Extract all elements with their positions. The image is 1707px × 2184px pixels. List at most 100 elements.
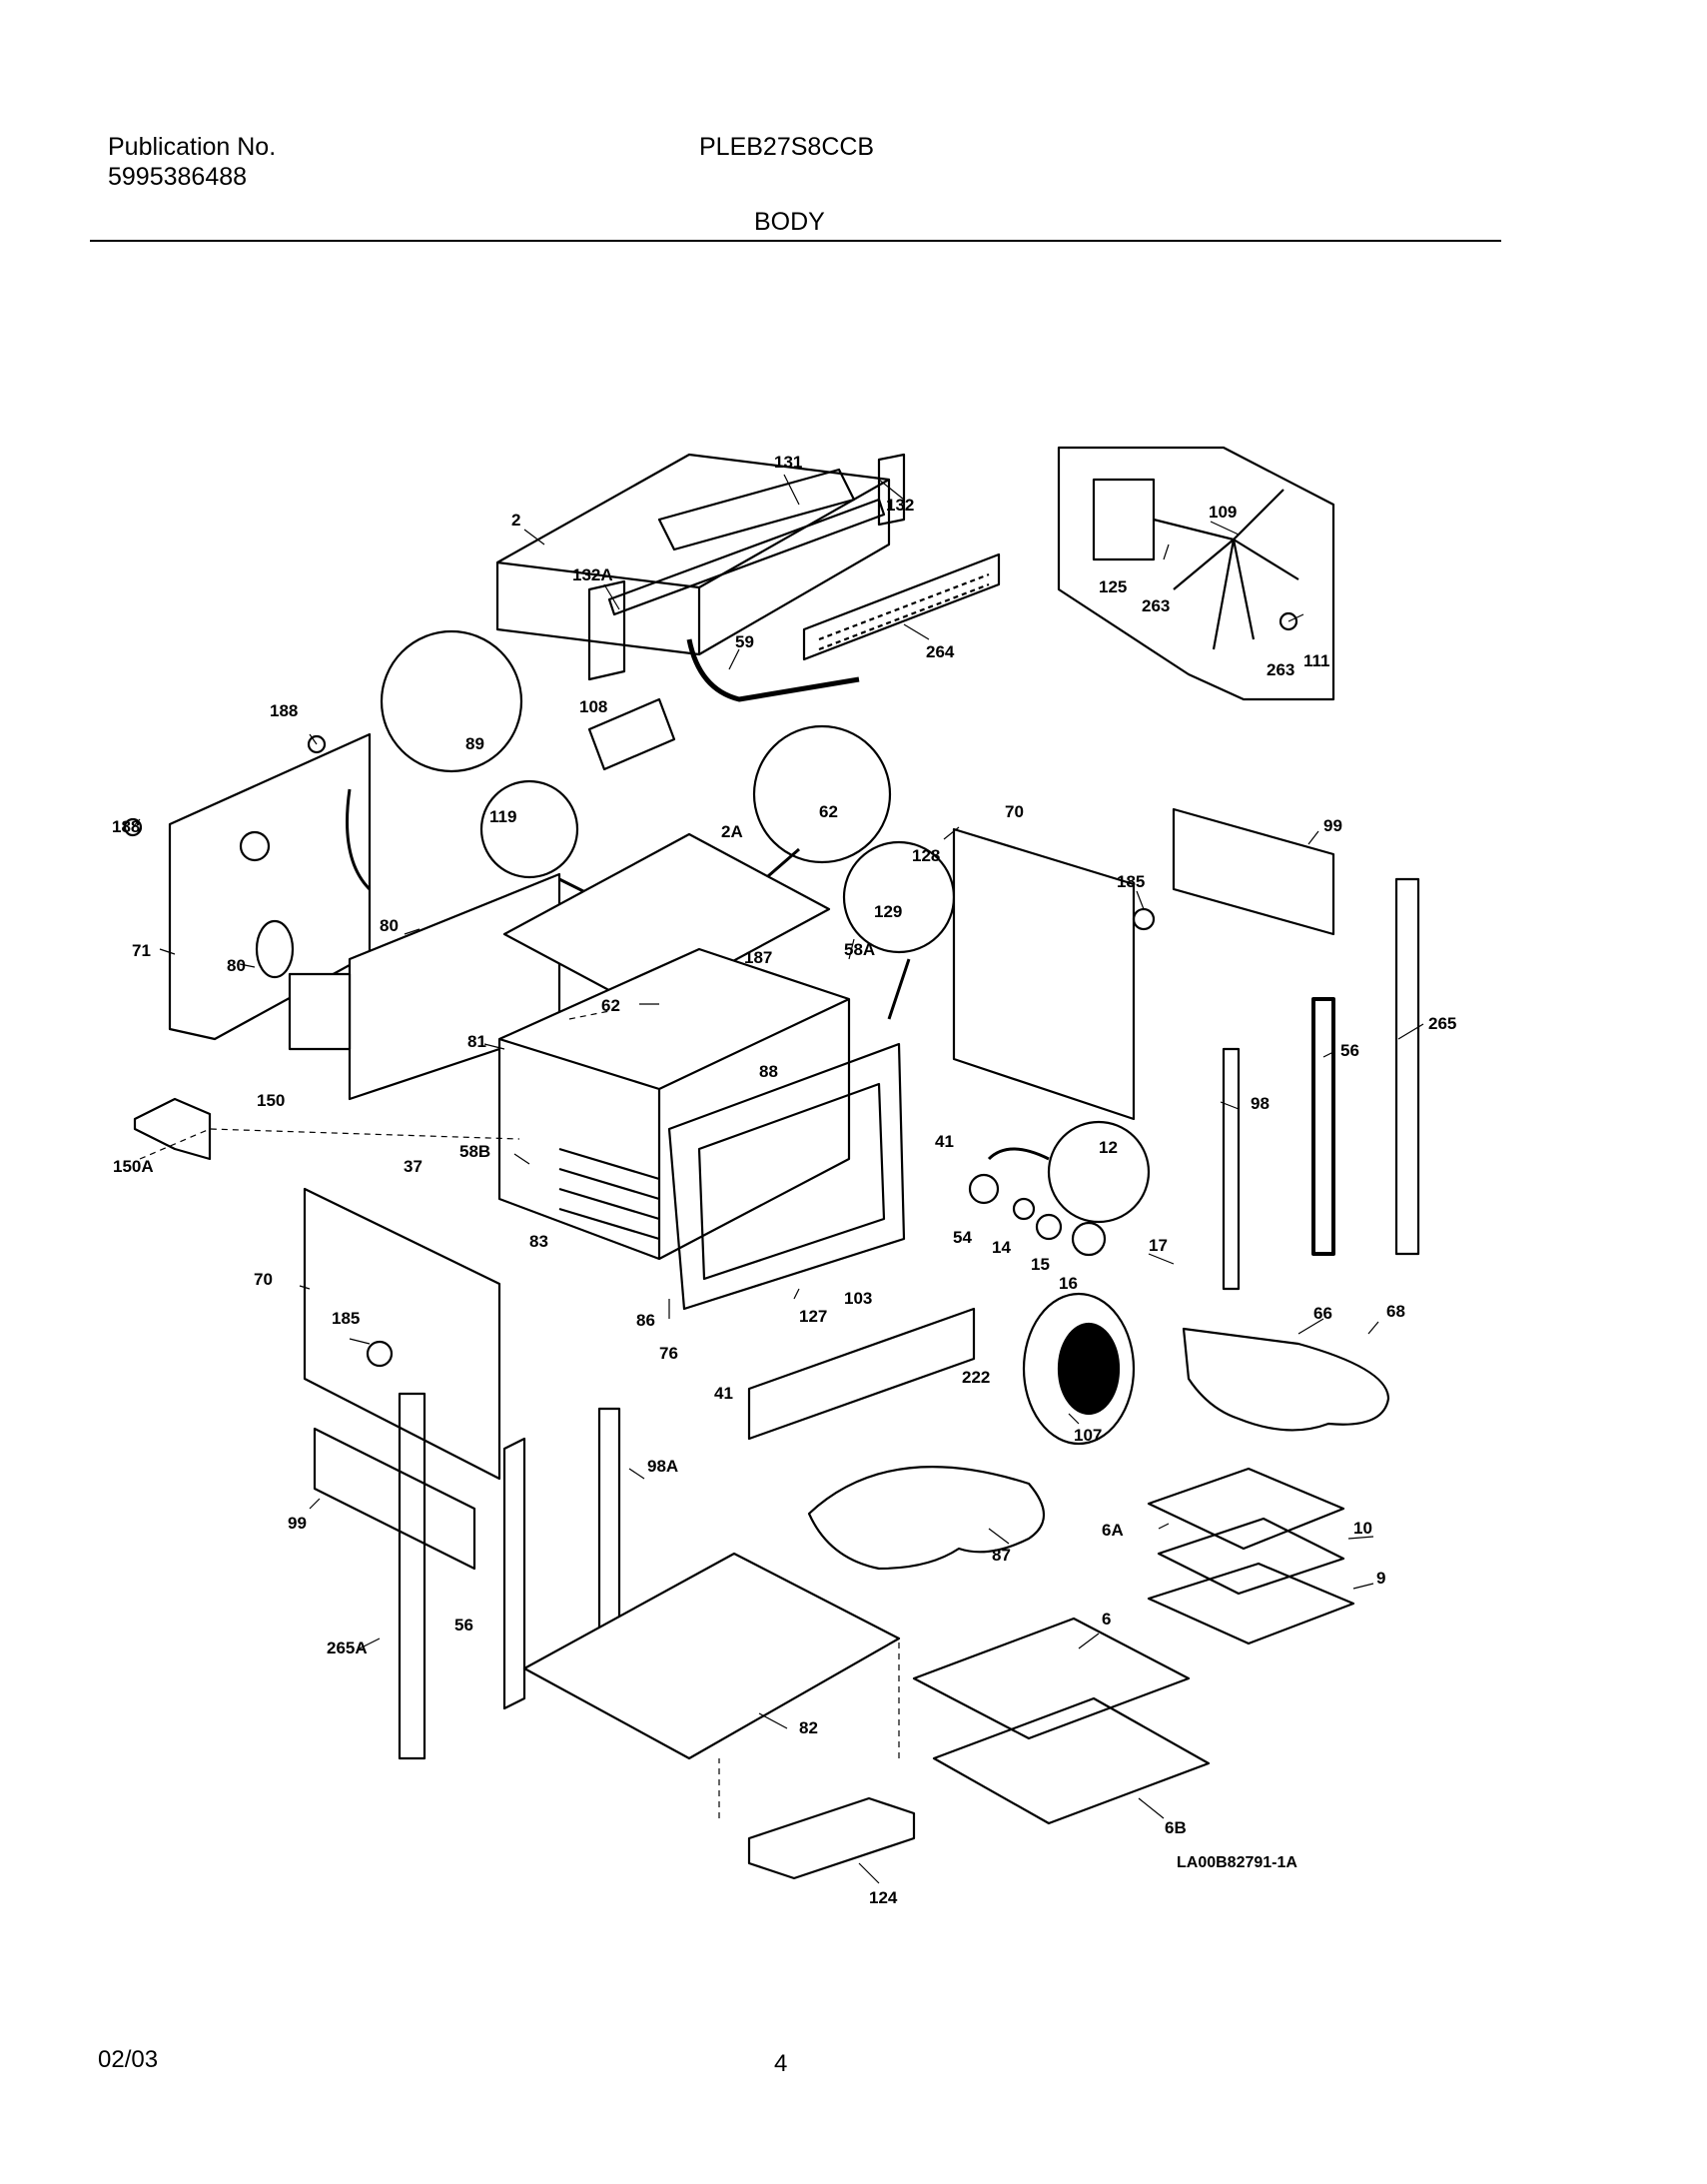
callout-89: [380, 629, 523, 773]
part-label: 188: [112, 817, 140, 836]
gasket-56: [1311, 997, 1335, 1256]
section-title: BODY: [754, 208, 825, 236]
light-lens-54: [968, 1173, 1000, 1205]
oven-top-2a: [502, 832, 831, 1011]
part-labels: 131 2 132 132A 109 125 263 263 111 264 5…: [112, 453, 1456, 1907]
part-label: 109: [1209, 503, 1237, 522]
part-label: 89: [465, 734, 484, 753]
publication-label: Publication No.: [108, 133, 277, 161]
bracket-132: [877, 453, 906, 527]
part-label: 68: [1386, 1302, 1405, 1321]
bracket-150a: [133, 1097, 212, 1161]
part-label: 111: [1303, 651, 1330, 670]
side-panel-70: [303, 1187, 501, 1481]
part-label: 119: [489, 807, 516, 826]
part-label: 62: [601, 996, 620, 1015]
trim-103: [747, 1307, 976, 1441]
leader-lines: [132, 474, 1424, 1884]
part-label: 150: [257, 1091, 285, 1110]
bulb-15: [1035, 1213, 1063, 1241]
part-label: 58B: [459, 1142, 490, 1161]
trim-265: [1394, 877, 1420, 1256]
fan-cover-107: [1022, 1292, 1136, 1446]
bake-element-87: [807, 1466, 1045, 1571]
drip-pan-9: [1147, 1562, 1355, 1645]
part-label: 41: [935, 1132, 954, 1151]
part-label: 12: [1099, 1138, 1118, 1157]
vent-panel-part: [802, 552, 1001, 661]
part-label: 66: [1313, 1304, 1332, 1323]
model-number: PLEB27S8CCB: [699, 133, 875, 161]
part-label: 76: [659, 1344, 678, 1363]
part-label: 87: [992, 1546, 1011, 1565]
part-label: 15: [1031, 1255, 1050, 1274]
part-label: 131: [774, 453, 802, 472]
back-panel-70: [952, 827, 1136, 1121]
part-label: 185: [1117, 872, 1145, 891]
part-label: 265A: [327, 1638, 368, 1657]
trim-265a: [398, 1392, 427, 1760]
part-label: 132A: [572, 565, 613, 584]
part-label: 41: [714, 1384, 733, 1403]
bottom-panel-82: [522, 1552, 901, 1760]
part-label: 70: [254, 1270, 273, 1289]
part-label: 128: [912, 846, 940, 865]
part-label: 37: [404, 1157, 423, 1176]
grommet-185b: [366, 1340, 394, 1368]
drawer-124: [747, 1796, 916, 1880]
part-label: 188: [270, 701, 298, 720]
part-label: 81: [467, 1032, 486, 1051]
front-frame: [667, 1042, 906, 1311]
part-label: 71: [132, 941, 151, 960]
tube-59: [686, 638, 860, 702]
part-label: 127: [799, 1307, 827, 1326]
part-label: 99: [1323, 816, 1342, 835]
part-label: 88: [759, 1062, 778, 1081]
grommet-188: [307, 734, 327, 754]
part-label: 56: [454, 1616, 473, 1635]
part-label: 6B: [1165, 1818, 1187, 1837]
socket-14: [1012, 1197, 1036, 1221]
part-label: 150A: [113, 1157, 154, 1176]
bracket-132a: [587, 579, 626, 681]
part-label: 6A: [1102, 1521, 1124, 1540]
part-label: 185: [332, 1309, 360, 1328]
part-label: 58A: [844, 940, 875, 959]
header-rule: [90, 240, 1501, 242]
lens-16: [1071, 1221, 1107, 1257]
bracket-131: [607, 498, 886, 616]
callout-119: [479, 779, 579, 879]
part-label: 10: [1353, 1519, 1372, 1538]
part-label: 264: [926, 642, 955, 661]
part-label: 86: [636, 1311, 655, 1330]
part-label: 129: [874, 902, 902, 921]
control-board-99b: [313, 1427, 476, 1571]
part-label: 265: [1428, 1014, 1456, 1033]
top-cover-part: [495, 453, 891, 656]
footer-date: 02/03: [98, 2046, 159, 2073]
part-label: 124: [869, 1888, 898, 1907]
part-label: 70: [1005, 802, 1024, 821]
part-label: 82: [799, 1718, 818, 1737]
gasket-56b: [502, 1437, 526, 1710]
part-label: 14: [992, 1238, 1011, 1257]
part-label: 83: [529, 1232, 548, 1251]
fan-motor-inset: [1057, 446, 1335, 701]
callout-62: [752, 724, 892, 864]
part-label: 99: [288, 1514, 307, 1533]
broil-element-66: [1182, 1327, 1390, 1432]
part-label: 263: [1142, 596, 1170, 615]
page-number: 4: [774, 2050, 788, 2077]
part-label: 80: [380, 916, 399, 935]
part-label: 80: [227, 956, 246, 975]
part-label: 103: [844, 1289, 872, 1308]
relay-108: [587, 697, 676, 771]
part-label: 54: [953, 1228, 972, 1247]
control-board-99: [1172, 807, 1335, 936]
transformer-150: [288, 972, 352, 1051]
part-label: 2: [511, 511, 520, 530]
rack-6b: [932, 1696, 1211, 1825]
oven-cavity-part: [497, 947, 851, 1261]
part-label: 125: [1099, 577, 1127, 596]
